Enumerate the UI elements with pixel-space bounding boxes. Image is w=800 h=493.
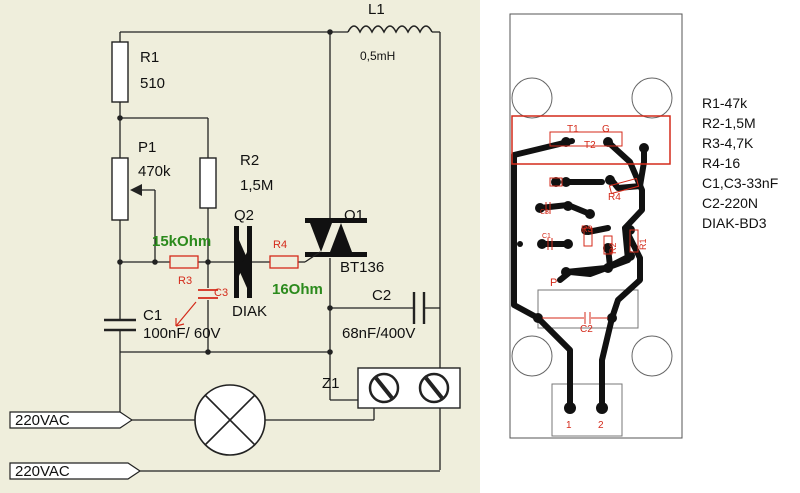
capacitor-c3 xyxy=(198,289,218,299)
terminal-outline xyxy=(551,383,623,437)
bom-list: R1-47k R2-1,5M R3-4,7K R4-16 C1,C3-33nF … xyxy=(702,95,778,231)
diac-q2 xyxy=(234,226,252,298)
inductor-l1 xyxy=(347,25,440,34)
pcb-label-pad1: 1 xyxy=(566,420,572,431)
triac-q1-value: BT136 xyxy=(340,259,384,276)
pcb-label-t1: T1 xyxy=(567,124,579,135)
pcb-layout: T1 G T2 R4 C3 C1 R3 R2 R1 P C2 1 2 R1-47… xyxy=(509,13,778,439)
mounting-holes xyxy=(511,77,673,377)
pcb-label-r2: R2 xyxy=(608,242,618,254)
triac-q1-name: Q1 xyxy=(344,207,364,224)
bom-item: R4-16 xyxy=(702,155,740,171)
pcb-label-c1: C1 xyxy=(542,233,551,240)
capacitor-c2 xyxy=(412,292,426,324)
capacitor-c1-value: 100nF/ 60V xyxy=(143,325,221,342)
pcb-label-c3: C3 xyxy=(540,209,549,216)
supply-label-top: 220VAC xyxy=(15,412,70,429)
resistor-r4-value: 16Ohm xyxy=(272,281,323,298)
diac-q2-name: Q2 xyxy=(234,207,254,224)
bom-item: R2-1,5M xyxy=(702,115,756,131)
potentiometer-p1-name: P1 xyxy=(138,139,156,156)
triac-footprint xyxy=(549,131,623,147)
triac-highlight-box xyxy=(511,115,671,165)
resistor-r2-name: R2 xyxy=(240,152,259,169)
bom-item: R1-47k xyxy=(702,95,748,111)
terminal-block-z1 xyxy=(357,367,461,409)
inductor-l1-value: 0,5mH xyxy=(360,49,395,63)
resistor-r1-value: 510 xyxy=(140,75,165,92)
supply-label-bottom: 220VAC xyxy=(15,463,70,480)
resistor-r2-value: 1,5M xyxy=(240,177,273,194)
resistor-r1 xyxy=(111,41,129,103)
pcb-panel: T1 G T2 R4 C3 C1 R3 R2 R1 P C2 1 2 R1-47… xyxy=(480,0,800,493)
pcb-label-t2: T2 xyxy=(584,140,596,151)
arrow-icon xyxy=(175,301,197,327)
c2-outline xyxy=(537,289,639,329)
potentiometer-p1-value: 470k xyxy=(138,163,171,180)
pcb-label-r4: R4 xyxy=(608,192,621,203)
capacitor-c3-name: C3 xyxy=(214,287,228,299)
resistor-r3-name: R3 xyxy=(178,275,192,287)
capacitor-c1 xyxy=(104,318,136,332)
pcb-label-p: P xyxy=(550,277,557,289)
schematic-diagram: L1 0,5mH R1 510 P1 470k R2 1,5M R3 15kOh… xyxy=(9,1,461,480)
pcb-label-pad2: 2 xyxy=(598,420,604,431)
resistor-r1-name: R1 xyxy=(140,49,159,66)
schematic-wires xyxy=(119,31,441,472)
supply-tag-bottom xyxy=(9,462,142,480)
pcb-label-r1: R1 xyxy=(638,238,648,250)
lamp xyxy=(194,384,266,456)
triac-q1 xyxy=(304,218,367,263)
bom-item: DIAK-BD3 xyxy=(702,215,767,231)
bom-item: C2-220N xyxy=(702,195,758,211)
diac-q2-value: DIAK xyxy=(232,303,267,320)
silkscreen-components xyxy=(542,177,640,324)
pcb-label-r3: R3 xyxy=(581,224,593,234)
pcb-label-g: G xyxy=(602,124,610,135)
potentiometer-p1 xyxy=(111,157,142,221)
resistor-r2 xyxy=(199,157,217,209)
inductor-l1-name: L1 xyxy=(368,1,385,18)
supply-tag-top xyxy=(9,411,134,429)
bom-item: R3-4,7K xyxy=(702,135,754,151)
resistor-r3 xyxy=(169,255,199,269)
capacitor-c2-name: C2 xyxy=(372,287,391,304)
capacitor-c2-value: 68nF/400V xyxy=(342,325,415,342)
capacitor-c1-name: C1 xyxy=(143,307,162,324)
resistor-r3-value: 15kOhm xyxy=(152,233,211,250)
schematic-panel: L1 0,5mH R1 510 P1 470k R2 1,5M R3 15kOh… xyxy=(0,0,480,493)
bom-item: C1,C3-33nF xyxy=(702,175,778,191)
resistor-r4 xyxy=(269,255,299,269)
terminal-block-z1-name: Z1 xyxy=(322,375,340,392)
resistor-r4-name: R4 xyxy=(273,239,287,251)
junction-dots xyxy=(117,29,333,355)
pcb-label-c2: C2 xyxy=(580,324,593,335)
